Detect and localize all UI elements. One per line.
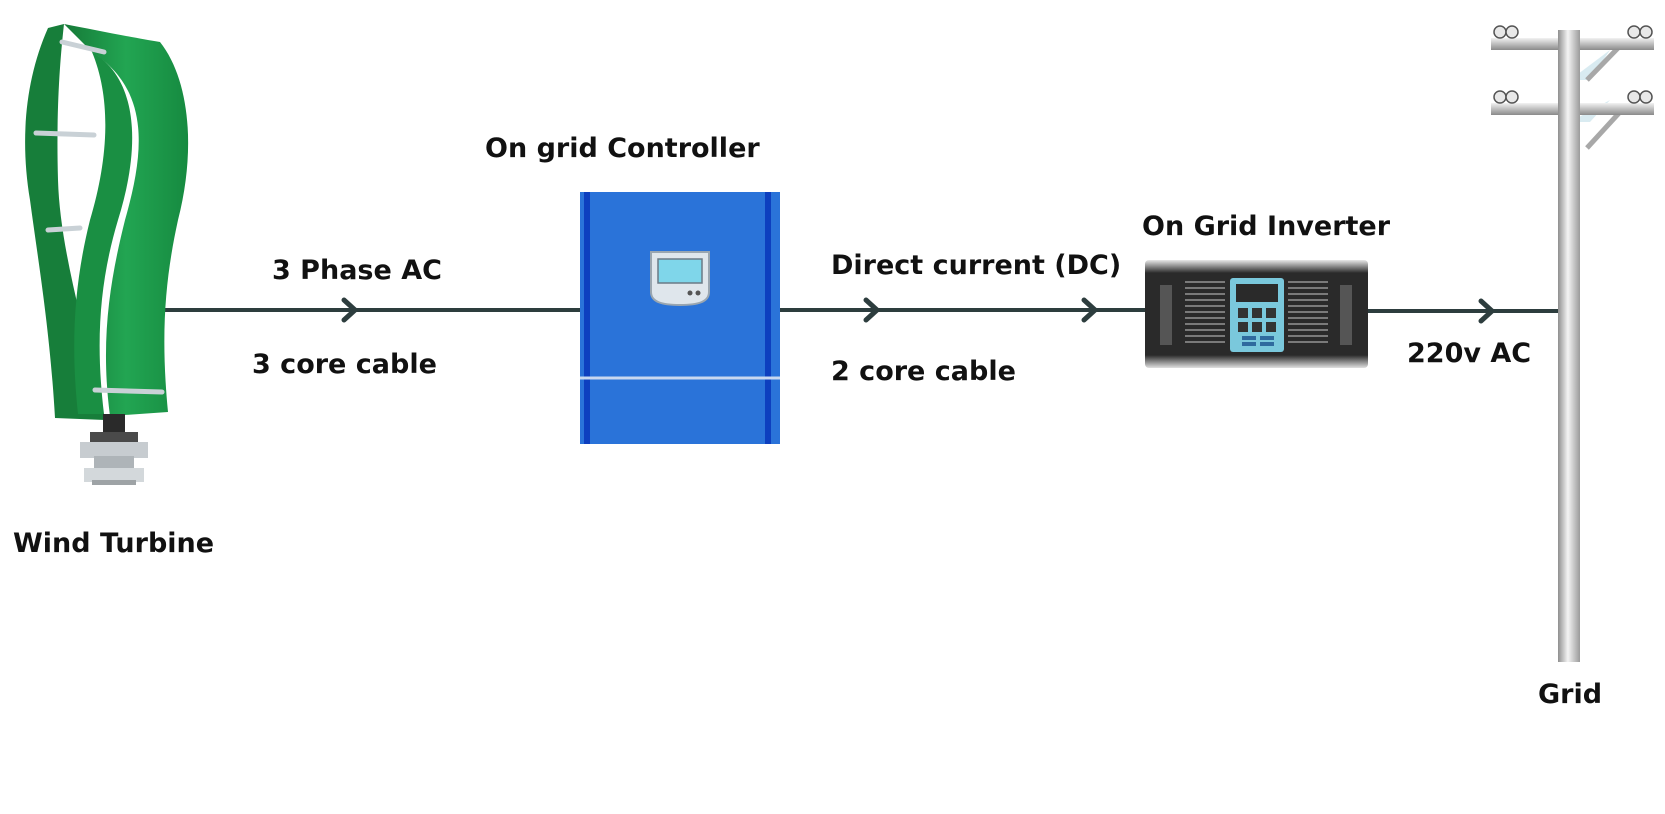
grid-label: Grid	[1538, 679, 1603, 710]
chevron-arrow-icon	[1478, 298, 1495, 324]
inverter-label: On Grid Inverter	[1142, 211, 1391, 242]
dc-top-label: Direct current (DC)	[831, 250, 1122, 281]
charge-controller-icon	[580, 192, 780, 444]
wind-turbine-label: Wind Turbine	[13, 528, 215, 559]
chevron-arrow-icon	[1081, 297, 1098, 323]
dc-bottom-label: 2 core cable	[831, 356, 1016, 387]
utility-pole-icon	[1491, 25, 1654, 662]
vertical-axis-wind-turbine-icon	[25, 24, 189, 485]
chevron-arrow-icon	[341, 297, 358, 323]
grid-inverter-icon	[1145, 260, 1368, 368]
flow-arrows	[341, 297, 1495, 324]
controller-label: On grid Controller	[485, 133, 760, 164]
wires	[163, 308, 1562, 313]
ac-input-top-label: 3 Phase AC	[272, 255, 442, 286]
ac-output-label: 220v AC	[1407, 338, 1532, 369]
ac-input-bottom-label: 3 core cable	[252, 349, 437, 380]
chevron-arrow-icon	[863, 297, 880, 323]
